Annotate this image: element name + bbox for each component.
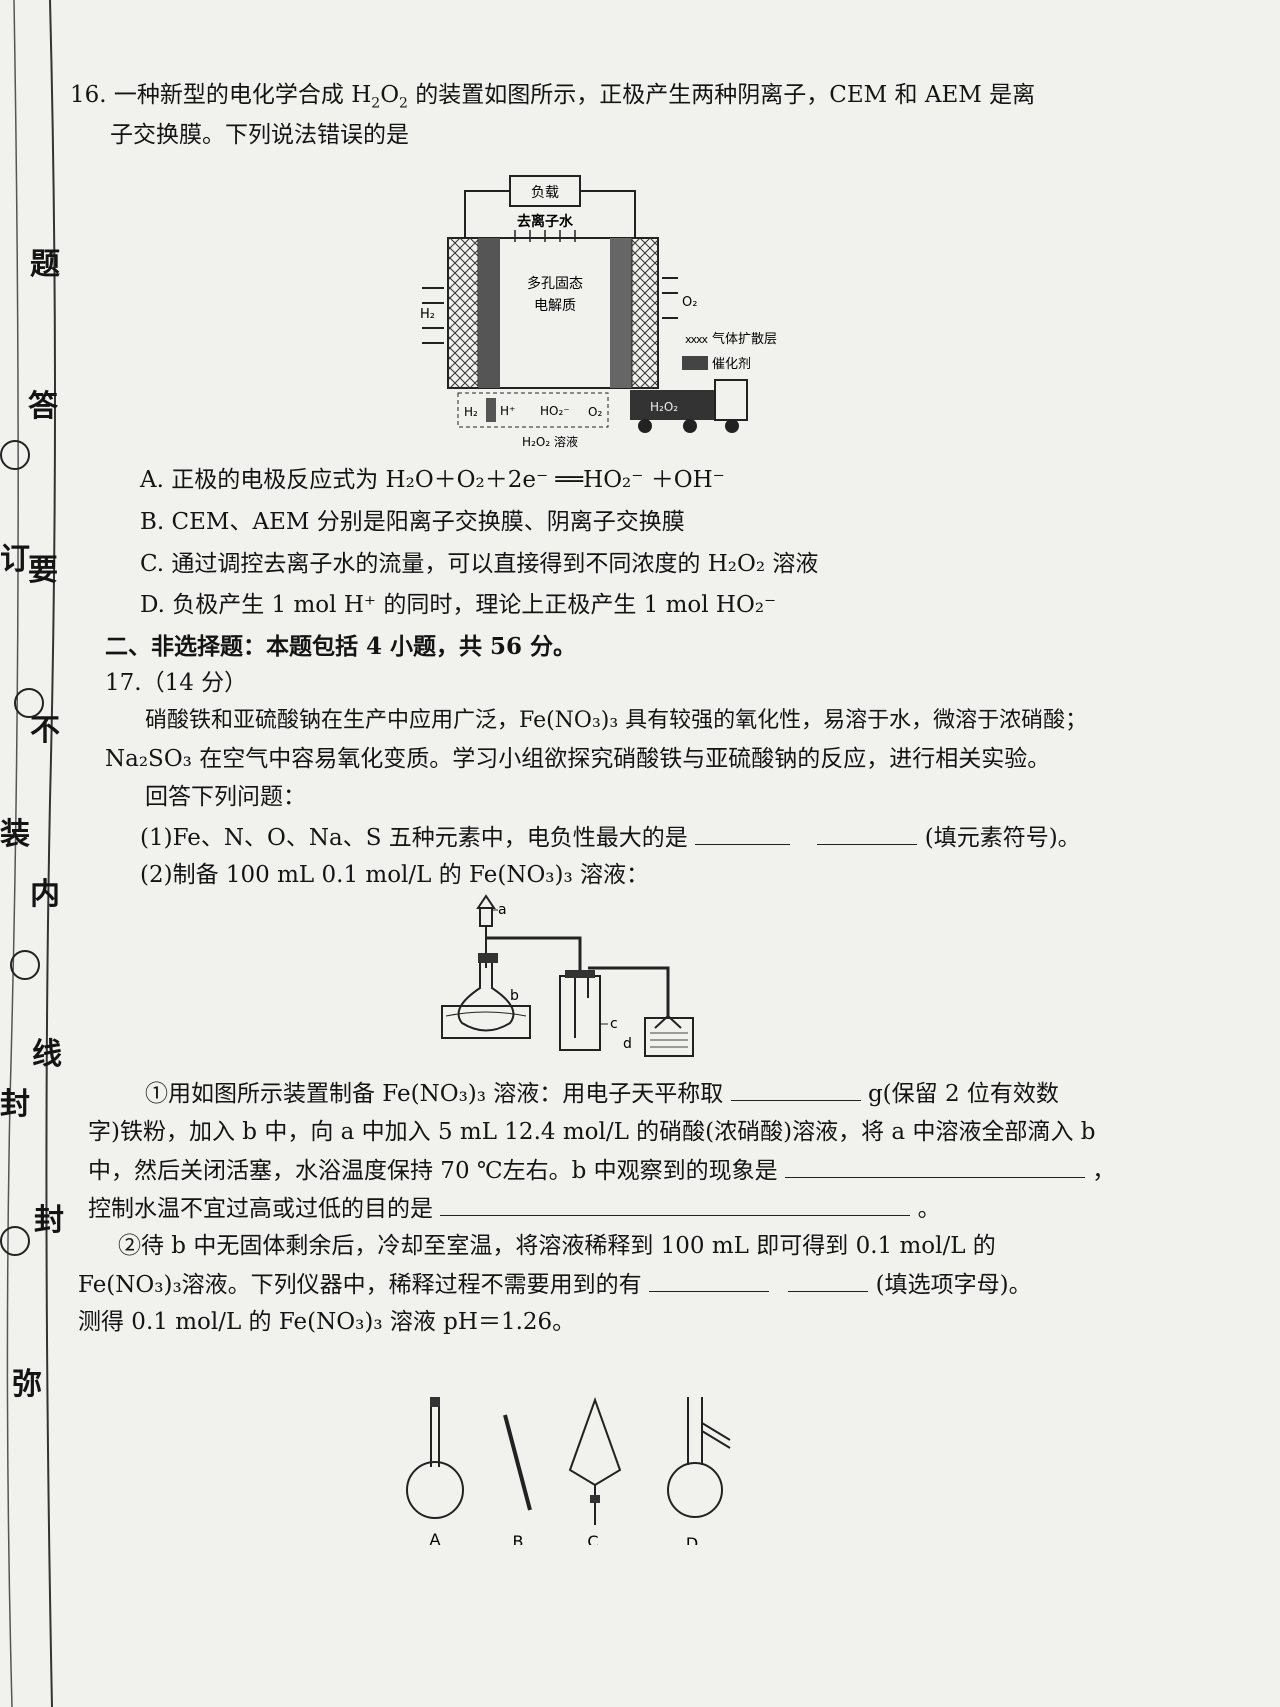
margin-circle xyxy=(14,688,44,718)
answer-blank[interactable] xyxy=(730,1078,861,1101)
hplus-label: H⁺ xyxy=(500,404,515,418)
instrument-a-label: A xyxy=(430,1530,441,1545)
q16-stem-line1: 16. 一种新型的电化学合成 H2O2 的装置如图所示，正极产生两种阴离子，CE… xyxy=(70,82,1036,112)
label-d: d xyxy=(623,1036,632,1052)
q17-para-2: Na₂SO₃ 在空气中容易氧化变质。学习小组欲探究硝酸铁与亚硫酸钠的反应，进行相… xyxy=(105,746,1051,772)
q17-sub-2: (2)制备 100 mL 0.1 mol/L 的 Fe(NO₃)₃ 溶液： xyxy=(140,862,650,888)
load-label: 负载 xyxy=(531,185,559,201)
margin-char-ding: 订 xyxy=(0,542,30,577)
legend-diffusion-label: 气体扩散层 xyxy=(712,331,777,347)
q16-option-c: C. 通过调控去离子水的流量，可以直接得到不同浓度的 H₂O₂ 溶液 xyxy=(140,551,819,577)
o2-input-label: O₂ xyxy=(682,295,697,310)
electrolyte-label-2: 电解质 xyxy=(534,298,576,314)
margin-char-da: 答 xyxy=(28,389,58,424)
q16-option-b: B. CEM、AEM 分别是阳离子交换膜、阴离子交换膜 xyxy=(140,509,685,535)
instrument-c-label: C xyxy=(587,1532,598,1545)
label-c: c xyxy=(610,1016,618,1032)
electrolysis-diagram: 负载 去离子水 多孔固态 电解质 H₂ O₂ xxxx 气体扩散层 催化剂 H₂… xyxy=(420,175,777,449)
ho2-label: HO₂⁻ xyxy=(540,404,570,418)
water-label: 去离子水 xyxy=(517,213,574,230)
apparatus-diagram: a b c d xyxy=(441,894,694,1057)
q16-option-a: A. 正极的电极反应式为 H₂O＋O₂＋2e⁻ ══HO₂⁻ ＋OH⁻ xyxy=(140,467,725,493)
label-a: a xyxy=(498,902,507,918)
section-2-heading: 二、非选择题：本题包括 4 小题，共 56 分。 xyxy=(105,633,577,660)
instruments-figure: A B C D xyxy=(406,1397,731,1545)
q17-para-1: 硝酸铁和亚硫酸钠在生产中应用广泛，Fe(NO₃)₃ 具有较强的氧化性，易溶于水，… xyxy=(145,708,1088,733)
svg-text:xxxx: xxxx xyxy=(685,333,709,346)
truck-label: H₂O₂ xyxy=(650,400,678,414)
margin-char-zhuang: 装 xyxy=(0,817,30,852)
margin-char-yao: 要 xyxy=(28,553,58,588)
q16-stem-line2: 子交换膜。下列说法错误的是 xyxy=(110,122,409,148)
q17-r5: ②待 b 中无固体剩余后，冷却至室温，将溶液稀释到 100 mL 即可得到 0.… xyxy=(118,1233,996,1259)
q17-para-3: 回答下列问题： xyxy=(145,784,306,810)
answer-blank[interactable] xyxy=(440,1193,911,1216)
legend-catalyst-label: 催化剂 xyxy=(712,357,751,372)
answer-blank[interactable] xyxy=(649,1269,769,1292)
margin-char-feng2: 封 xyxy=(0,1087,30,1122)
instrument-b-label: B xyxy=(513,1532,524,1545)
margin-char-bu: 不 xyxy=(30,713,60,748)
binding-margin: 题 答 要 不 内 线 封 订 装 封 弥 xyxy=(0,0,84,1707)
q17-heading: 17.（14 分） xyxy=(105,670,248,696)
q17-sub-1: (1)Fe、N、O、Na、S 五种元素中，电负性最大的是 (填元素符号)。 xyxy=(140,822,1081,853)
answer-blank[interactable] xyxy=(817,822,918,845)
q17-r4: 控制水温不宜过高或过低的目的是 。 xyxy=(88,1193,941,1224)
h2-input-label: H₂ xyxy=(420,307,435,322)
q17-r1: ①用如图所示装置制备 Fe(NO₃)₃ 溶液：用电子天平称取 g(保留 2 位有… xyxy=(145,1078,1059,1109)
label-b: b xyxy=(510,988,519,1004)
margin-char-xian: 线 xyxy=(32,1037,62,1072)
o2-bottom-label: O₂ xyxy=(588,405,602,419)
h2o2-solution-label: H₂O₂ 溶液 xyxy=(522,434,578,449)
margin-circle xyxy=(0,1226,30,1256)
q17-r6: Fe(NO₃)₃溶液。下列仪器中，稀释过程不需要用到的有 (填选项字母)。 xyxy=(78,1269,1032,1300)
q16-option-d: D. 负极产生 1 mol H⁺ 的同时，理论上正极产生 1 mol HO₂⁻ xyxy=(140,592,777,618)
margin-char-feng: 封 xyxy=(34,1203,64,1238)
q17-r2: 字)铁粉，加入 b 中，向 a 中加入 5 mL 12.4 mol/L 的硝酸(… xyxy=(88,1119,1096,1145)
h2-bottom-label: H₂ xyxy=(464,405,478,419)
instrument-d-label: D xyxy=(686,1534,698,1545)
margin-char-ti: 题 xyxy=(30,247,60,282)
margin-circle xyxy=(0,440,30,470)
answer-blank[interactable] xyxy=(788,1269,869,1292)
answer-blank[interactable] xyxy=(695,822,791,845)
q17-r3: 中，然后关闭活塞，水浴温度保持 70 ℃左右。b 中观察到的现象是 ， xyxy=(88,1155,1115,1186)
margin-char-mi: 弥 xyxy=(12,1367,42,1402)
q17-r7: 测得 0.1 mol/L 的 Fe(NO₃)₃ 溶液 pH＝1.26。 xyxy=(78,1309,576,1335)
margin-char-nei: 内 xyxy=(30,877,60,912)
margin-circle xyxy=(10,950,40,980)
electrolyte-label-1: 多孔固态 xyxy=(527,275,583,292)
margin-dashed-line xyxy=(6,0,56,1707)
answer-blank[interactable] xyxy=(784,1155,1085,1178)
